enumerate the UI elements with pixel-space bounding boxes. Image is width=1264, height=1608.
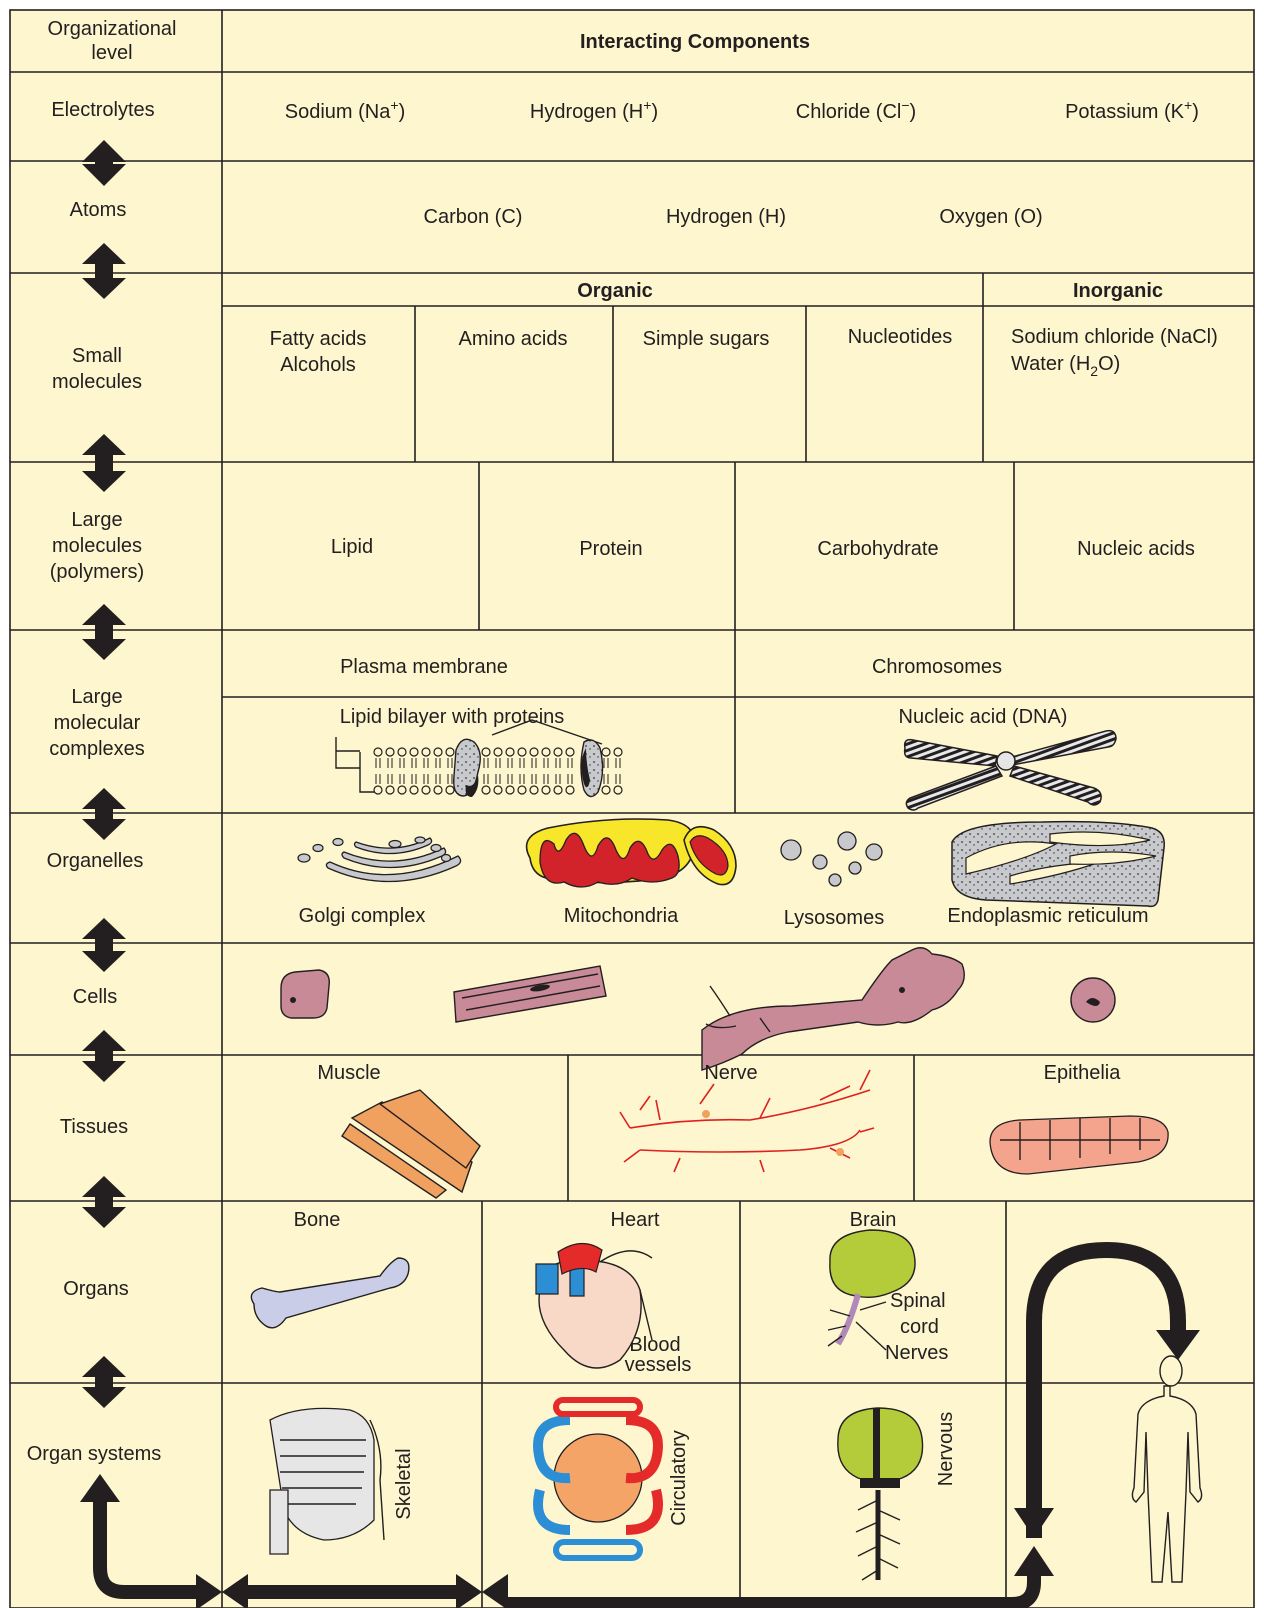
level-complex-3: complexes — [49, 738, 145, 760]
lipid-label: Lipid — [331, 536, 373, 558]
sodium-label: Sodium (Na+) — [285, 97, 405, 123]
nervous-label: Nervous — [935, 1412, 957, 1486]
level-electrolytes: Electrolytes — [51, 99, 154, 121]
chromosomes-label: Chromosomes — [872, 656, 1002, 678]
er-illustration — [952, 822, 1164, 907]
phospholipid-head — [386, 748, 394, 756]
level-systems: Organ systems — [27, 1443, 161, 1465]
epithelia-label: Epithelia — [1044, 1062, 1122, 1084]
plasma-membrane-label: Plasma membrane — [340, 656, 508, 678]
phospholipid-head — [398, 748, 406, 756]
phospholipid-head — [410, 786, 418, 794]
phospholipid-head — [542, 748, 550, 756]
bone-label: Bone — [294, 1209, 341, 1231]
organic-heading: Organic — [577, 280, 653, 302]
blood-vessels-label-2: vessels — [625, 1354, 692, 1376]
phospholipid-head — [518, 748, 526, 756]
phospholipid-head — [422, 786, 430, 794]
phospholipid-head — [554, 786, 562, 794]
simple-sugars-label: Simple sugars — [643, 328, 770, 350]
phospholipid-head — [530, 748, 538, 756]
phospholipid-head — [482, 748, 490, 756]
nucleotides-label: Nucleotides — [848, 326, 953, 348]
header-level-line1: Organizational — [48, 18, 177, 40]
phospholipid-head — [506, 786, 514, 794]
phospholipid-head — [482, 786, 490, 794]
level-tissues: Tissues — [60, 1116, 128, 1138]
level-small-1: Small — [72, 345, 122, 367]
golgi-label: Golgi complex — [299, 905, 426, 927]
header-level-line2: level — [91, 42, 132, 64]
level-cells: Cells — [73, 986, 117, 1008]
phospholipid-head — [398, 786, 406, 794]
er-label: Endoplasmic reticulum — [947, 905, 1148, 927]
carbon-label: Carbon (C) — [424, 206, 523, 228]
hydrogen-atom-label: Hydrogen (H) — [666, 206, 786, 228]
phospholipid-head — [506, 748, 514, 756]
cuboidal-cell — [281, 970, 329, 1018]
phospholipid-head — [566, 748, 574, 756]
alcohols-label: Alcohols — [280, 354, 356, 376]
phospholipid-head — [386, 786, 394, 794]
skeletal-label: Skeletal — [393, 1448, 415, 1519]
potassium-label: Potassium (K+) — [1065, 97, 1199, 123]
phospholipid-head — [614, 748, 622, 756]
mitochondria-label: Mitochondria — [564, 905, 679, 927]
phospholipid-head — [410, 748, 418, 756]
heart-label: Heart — [611, 1209, 660, 1231]
phospholipid-head — [554, 748, 562, 756]
nucleic-acids-label: Nucleic acids — [1077, 538, 1195, 560]
header-components: Interacting Components — [580, 31, 810, 53]
phospholipid-head — [542, 786, 550, 794]
level-complex-1: Large — [71, 686, 122, 708]
chloride-label: Chloride (Cl−) — [796, 97, 916, 123]
amino-acids-label: Amino acids — [459, 328, 568, 350]
nerves-label: Nerves — [885, 1342, 948, 1364]
bilayer-label: Lipid bilayer with proteins — [340, 706, 565, 728]
phospholipid-head — [602, 786, 610, 794]
level-large-2: molecules — [52, 535, 142, 557]
blood-vessels-label-1: Blood — [629, 1334, 680, 1356]
level-atoms: Atoms — [70, 199, 127, 221]
level-organs: Organs — [63, 1278, 129, 1300]
spinal-label-2: cord — [900, 1316, 939, 1338]
brain-label: Brain — [850, 1209, 897, 1231]
phospholipid-head — [446, 786, 454, 794]
phospholipid-head — [602, 748, 610, 756]
phospholipid-head — [518, 786, 526, 794]
phospholipid-head — [494, 786, 502, 794]
lysosomes-label: Lysosomes — [784, 907, 884, 929]
oxygen-label: Oxygen (O) — [939, 206, 1042, 228]
phospholipid-head — [434, 748, 442, 756]
circulatory-label: Circulatory — [668, 1430, 690, 1526]
hydrogen-ion-label: Hydrogen (H+) — [530, 97, 658, 123]
inorganic-heading: Inorganic — [1073, 280, 1163, 302]
phospholipid-head — [566, 786, 574, 794]
level-organelles: Organelles — [47, 850, 144, 872]
carbohydrate-label: Carbohydrate — [817, 538, 938, 560]
nacl-label: Sodium chloride (NaCl) — [1011, 326, 1218, 348]
phospholipid-head — [494, 748, 502, 756]
phospholipid-head — [374, 748, 382, 756]
phospholipid-head — [530, 786, 538, 794]
phospholipid-head — [434, 786, 442, 794]
dna-label: Nucleic acid (DNA) — [899, 706, 1068, 728]
muscle-label: Muscle — [317, 1062, 380, 1084]
spinal-label-1: Spinal — [890, 1290, 946, 1312]
level-complex-2: molecular — [54, 712, 141, 734]
phospholipid-head — [422, 748, 430, 756]
phospholipid-head — [374, 786, 382, 794]
level-large-3: (polymers) — [50, 561, 144, 583]
phospholipid-head — [614, 786, 622, 794]
mitochondria-illustration — [527, 819, 736, 887]
fatty-acids-label: Fatty acids — [270, 328, 367, 350]
nerve-label: Nerve — [704, 1062, 757, 1084]
protein-label: Protein — [579, 538, 642, 560]
level-large-1: Large — [71, 509, 122, 531]
phospholipid-head — [446, 748, 454, 756]
level-small-2: molecules — [52, 371, 142, 393]
